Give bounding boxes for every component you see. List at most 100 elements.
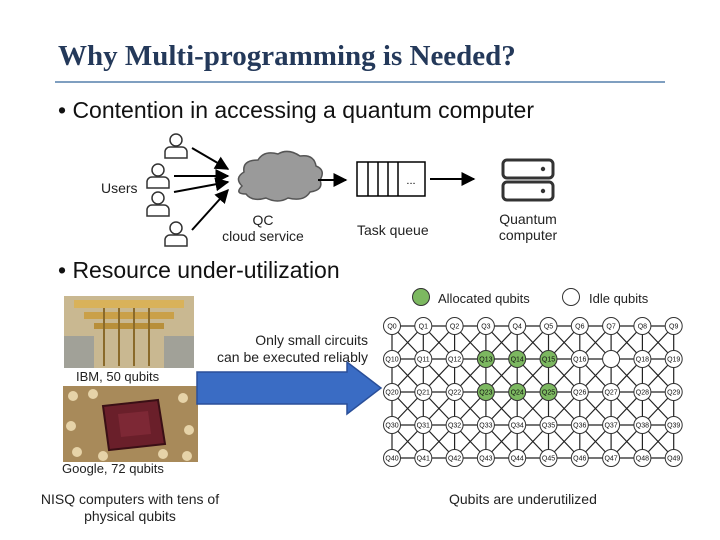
qubit-label: Q36 bbox=[573, 423, 586, 430]
qubit-node: Q29 bbox=[664, 383, 683, 401]
qubit-node: Q49 bbox=[664, 449, 683, 467]
qubit-label: Q6 bbox=[575, 324, 584, 331]
qubit-circle bbox=[664, 350, 683, 368]
qubit-node: Q46 bbox=[570, 449, 589, 467]
qubit-node: Q30 bbox=[383, 416, 401, 434]
qubit-label: Q45 bbox=[542, 456, 555, 463]
qubit-label: Q18 bbox=[636, 357, 649, 364]
qubit-node: Q32 bbox=[445, 416, 464, 434]
qubit-label: Q9 bbox=[669, 324, 678, 331]
user-icon bbox=[164, 221, 188, 247]
server-icon bbox=[501, 158, 555, 202]
user-icon bbox=[146, 163, 170, 189]
qubit-circle bbox=[570, 449, 589, 467]
qubit-node: Q7 bbox=[602, 317, 621, 335]
qubit-label: Q38 bbox=[636, 423, 649, 430]
qubit-circle bbox=[508, 317, 527, 335]
qubit-node: Q40 bbox=[383, 449, 401, 467]
allocated-legend-swatch bbox=[412, 288, 430, 306]
arrow-caption: Only small circuits can be executed reli… bbox=[217, 332, 368, 365]
qubit-node: Q12 bbox=[445, 350, 464, 368]
qubit-node: Q45 bbox=[539, 449, 558, 467]
qubit-node: Q20 bbox=[383, 383, 401, 401]
qubit-circle bbox=[445, 449, 464, 467]
qubit-circle bbox=[476, 416, 495, 434]
qubit-label: Q0 bbox=[387, 324, 396, 331]
qubit-label: Q1 bbox=[419, 324, 428, 331]
qubit-node: Q34 bbox=[508, 416, 527, 434]
qubit-circle bbox=[570, 416, 589, 434]
qubit-node: Q14 bbox=[508, 350, 527, 368]
qubit-circle bbox=[633, 350, 652, 368]
qubit-circle bbox=[508, 449, 527, 467]
qubit-node: Q13 bbox=[476, 350, 495, 368]
qubit-circle bbox=[476, 383, 495, 401]
qubit-circle bbox=[633, 416, 652, 434]
user-icon bbox=[164, 133, 188, 159]
big-arrow bbox=[196, 360, 383, 416]
qubit-node: Q3 bbox=[476, 317, 495, 335]
ibm-label: IBM, 50 qubits bbox=[76, 369, 160, 384]
qubit-label: Q29 bbox=[667, 390, 680, 397]
qubit-node: Q24 bbox=[508, 383, 527, 401]
qubit-node: Q1 bbox=[414, 317, 433, 335]
qubit-circle bbox=[414, 317, 433, 335]
qubit-label: Q12 bbox=[448, 357, 461, 364]
qubit-label: Q19 bbox=[667, 357, 680, 364]
qubit-circle bbox=[539, 350, 558, 368]
qubit-label: Q23 bbox=[479, 390, 492, 397]
qubit-node: Q47 bbox=[602, 449, 621, 467]
qubit-circle bbox=[383, 416, 401, 434]
qubit-label: Q49 bbox=[667, 456, 680, 463]
ibm-quantum-computer-image bbox=[64, 296, 194, 368]
qubit-circle bbox=[539, 449, 558, 467]
qubit-circle bbox=[383, 383, 401, 401]
qubit-circle bbox=[539, 383, 558, 401]
qubit-label: Q41 bbox=[417, 456, 430, 463]
qubit-label: Q42 bbox=[448, 456, 461, 463]
bullet-contention: • Contention in accessing a quantum comp… bbox=[58, 97, 534, 123]
qubit-node: Q28 bbox=[633, 383, 652, 401]
title-underline bbox=[55, 81, 665, 83]
qubit-circle bbox=[476, 350, 495, 368]
qubit-circle bbox=[445, 350, 464, 368]
qubit-circle bbox=[602, 350, 621, 368]
qubit-circle bbox=[508, 416, 527, 434]
qubit-node: Q39 bbox=[664, 416, 683, 434]
qubit-label: Q40 bbox=[385, 456, 398, 463]
qubit-circle bbox=[445, 416, 464, 434]
qubit-label: Q47 bbox=[604, 456, 617, 463]
qubit-label: Q44 bbox=[511, 456, 524, 463]
qubit-circle bbox=[476, 449, 495, 467]
contention-diagram: ... bbox=[146, 133, 555, 247]
qubit-circle bbox=[602, 383, 621, 401]
user-to-cloud-arrows bbox=[173, 147, 230, 231]
qubit-label: Q4 bbox=[513, 324, 522, 331]
qubit-circle bbox=[445, 317, 464, 335]
qubit-label: Q14 bbox=[511, 357, 524, 364]
qubit-circle bbox=[383, 350, 401, 368]
qubit-node: Q42 bbox=[445, 449, 464, 467]
qubit-node: Q22 bbox=[445, 383, 464, 401]
qubit-circle bbox=[664, 383, 683, 401]
qubit-label: Q39 bbox=[667, 423, 680, 430]
users-label: Users bbox=[101, 180, 138, 196]
task-queue bbox=[356, 161, 426, 197]
qubit-label: Q8 bbox=[638, 324, 647, 331]
qubit-node: Q16 bbox=[570, 350, 589, 368]
qubit-circle bbox=[633, 317, 652, 335]
qubit-label: Q3 bbox=[481, 324, 490, 331]
qubit-node: Q4 bbox=[508, 317, 527, 335]
qubit-circle bbox=[570, 350, 589, 368]
user-icon bbox=[146, 191, 170, 217]
qubit-node: Q6 bbox=[570, 317, 589, 335]
qubit-circle bbox=[570, 383, 589, 401]
qubit-label: Q32 bbox=[448, 423, 461, 430]
qubit-label: Q11 bbox=[417, 357, 430, 364]
qubit-node: Q18 bbox=[633, 350, 652, 368]
qubit-circle bbox=[539, 317, 558, 335]
qubit-circle bbox=[664, 317, 683, 335]
cloud-icon bbox=[237, 150, 323, 202]
qubit-label: Q26 bbox=[573, 390, 586, 397]
qubit-label: Q30 bbox=[385, 423, 398, 430]
